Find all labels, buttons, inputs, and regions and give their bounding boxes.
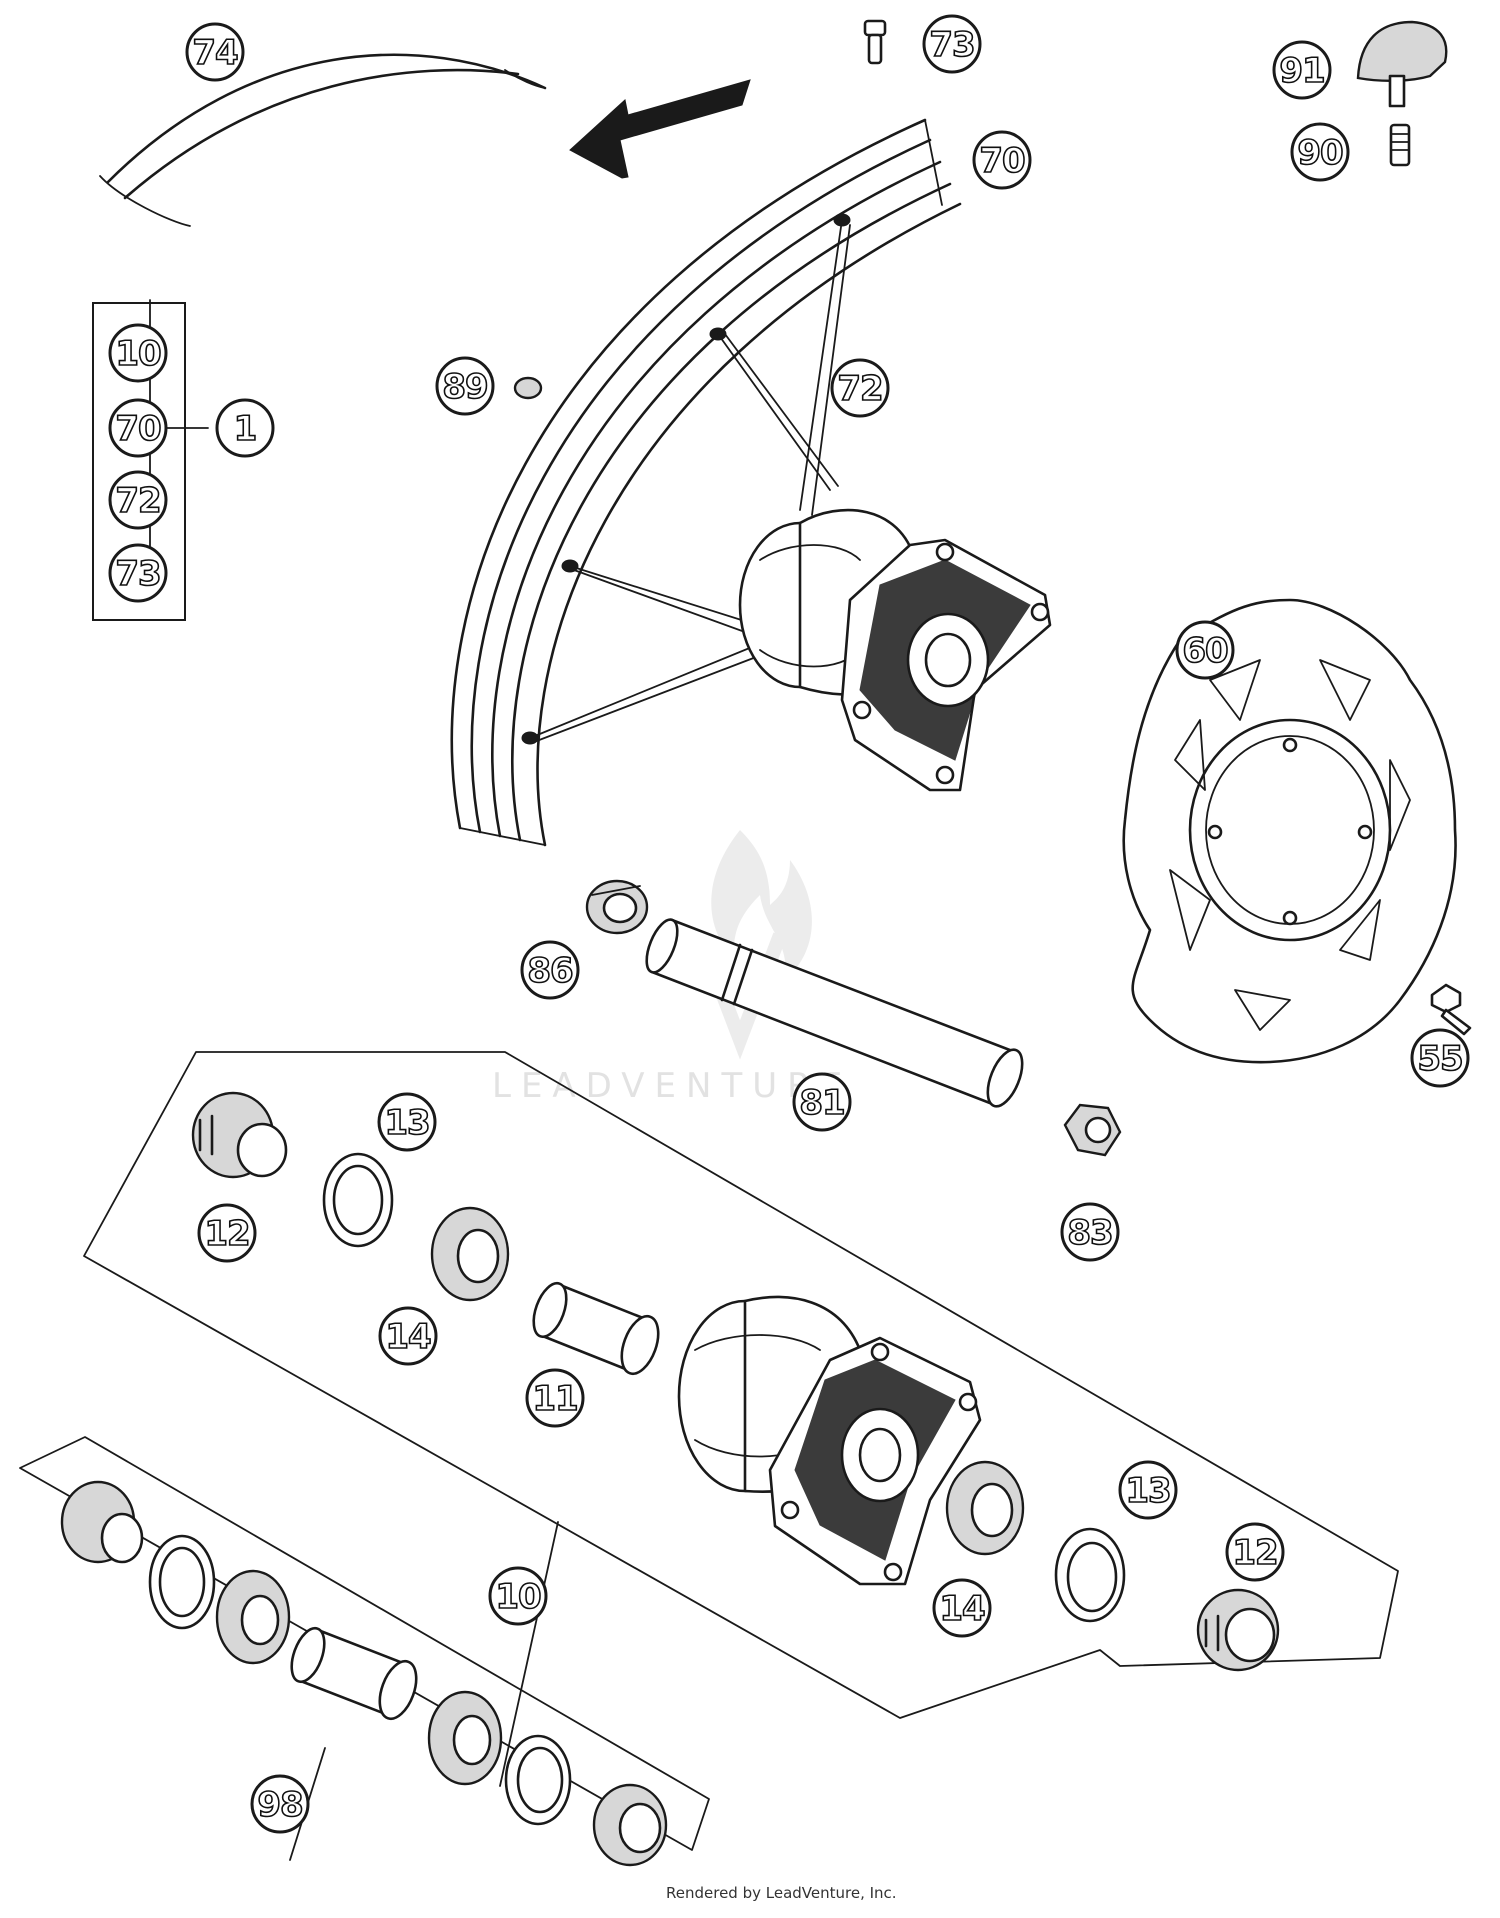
bearing-kit-outline [19,1436,710,1851]
svg-text:72: 72 [115,481,160,521]
disc-bolt-part-55 [1430,983,1472,1036]
callout-13-right: 13 [1118,1460,1178,1520]
svg-text:86: 86 [527,951,572,991]
footer-credit: Rendered by LeadVenture, Inc. [666,1884,897,1902]
svg-text:74: 74 [192,33,238,73]
rotation-arrow [569,79,751,179]
svg-text:13: 13 [1125,1471,1170,1511]
svg-text:70: 70 [979,141,1025,181]
svg-text:90: 90 [1297,133,1343,173]
callout-70: 70 [972,130,1032,190]
kit-callout-70: 70 [108,398,168,458]
callout-1: 1 [215,398,275,458]
callout-72: 72 [830,358,890,418]
callout-10: 10 [488,1566,548,1626]
part-89 [513,376,543,400]
bearing-kit-part-98 [60,1480,668,1867]
kit-callout-10: 10 [108,323,168,383]
valve-part-90 [1389,123,1411,167]
svg-text:10: 10 [115,334,161,374]
callout-83: 83 [1060,1202,1120,1262]
svg-text:98: 98 [257,1785,302,1825]
callout-12-left: 12 [197,1203,257,1263]
watermark-text: LEADVENTURE [492,1066,852,1106]
svg-text:55: 55 [1417,1039,1462,1079]
callout-91: 91 [1272,40,1332,100]
seal-spacer-part-12-left [191,1091,288,1179]
callout-60: 60 [1175,620,1235,680]
callout-14-left: 14 [378,1306,438,1366]
svg-text:14: 14 [939,1589,985,1629]
spacer-part-86 [585,879,649,935]
oil-seal-part-13-left [322,1152,394,1248]
svg-text:12: 12 [204,1214,249,1254]
callout-12-right: 12 [1225,1522,1285,1582]
brake-disc-part-60 [1122,598,1457,1064]
svg-text:10: 10 [495,1577,541,1617]
valve-cap-part-91 [1356,20,1448,108]
svg-text:72: 72 [837,369,882,409]
callout-81: 81 [792,1072,852,1132]
wheel-hub-lower [677,1295,982,1586]
axle-part-81 [645,918,1024,1108]
svg-text:1: 1 [234,409,257,449]
callout-13-left: 13 [377,1092,437,1152]
hub-assembly-outline [83,1051,1399,1719]
axle-nut-part-83 [1063,1103,1122,1157]
callout-73-top: 73 [922,14,982,74]
kit-callout-72: 72 [108,470,168,530]
callout-11: 11 [525,1368,585,1428]
callout-55: 55 [1410,1028,1470,1088]
svg-text:12: 12 [1232,1533,1277,1573]
bearing-part-14-right [945,1460,1025,1556]
svg-text:73: 73 [115,554,160,594]
svg-text:91: 91 [1279,51,1324,91]
callout-90: 90 [1290,122,1350,182]
svg-text:89: 89 [442,367,487,407]
callout-86: 86 [520,940,580,1000]
svg-text:11: 11 [532,1379,577,1419]
spacer-sleeve-part-11 [532,1281,660,1376]
kit-box [92,302,186,621]
svg-text:73: 73 [929,25,974,65]
wheel-rim-part-70 [450,118,962,847]
kit-callout-73: 73 [108,543,168,603]
seal-spacer-part-12-right [1196,1588,1280,1672]
svg-text:70: 70 [115,409,161,449]
svg-text:83: 83 [1067,1213,1112,1253]
callout-89: 89 [435,356,495,416]
spoke-nipple-part-73 [863,19,887,65]
callout-74: 74 [185,22,245,82]
oil-seal-part-13-right [1054,1527,1126,1623]
svg-text:13: 13 [384,1103,429,1143]
svg-text:81: 81 [799,1083,844,1123]
wheel-hub-upper [738,508,1052,792]
callout-14-right: 14 [932,1578,992,1638]
callout-98: 98 [250,1774,310,1834]
rim-tape-part-74 [99,53,547,227]
bearing-part-14-left [430,1206,510,1302]
svg-text:14: 14 [385,1317,431,1357]
watermark: LEADVENTURE [492,830,852,1106]
svg-text:60: 60 [1182,631,1228,671]
